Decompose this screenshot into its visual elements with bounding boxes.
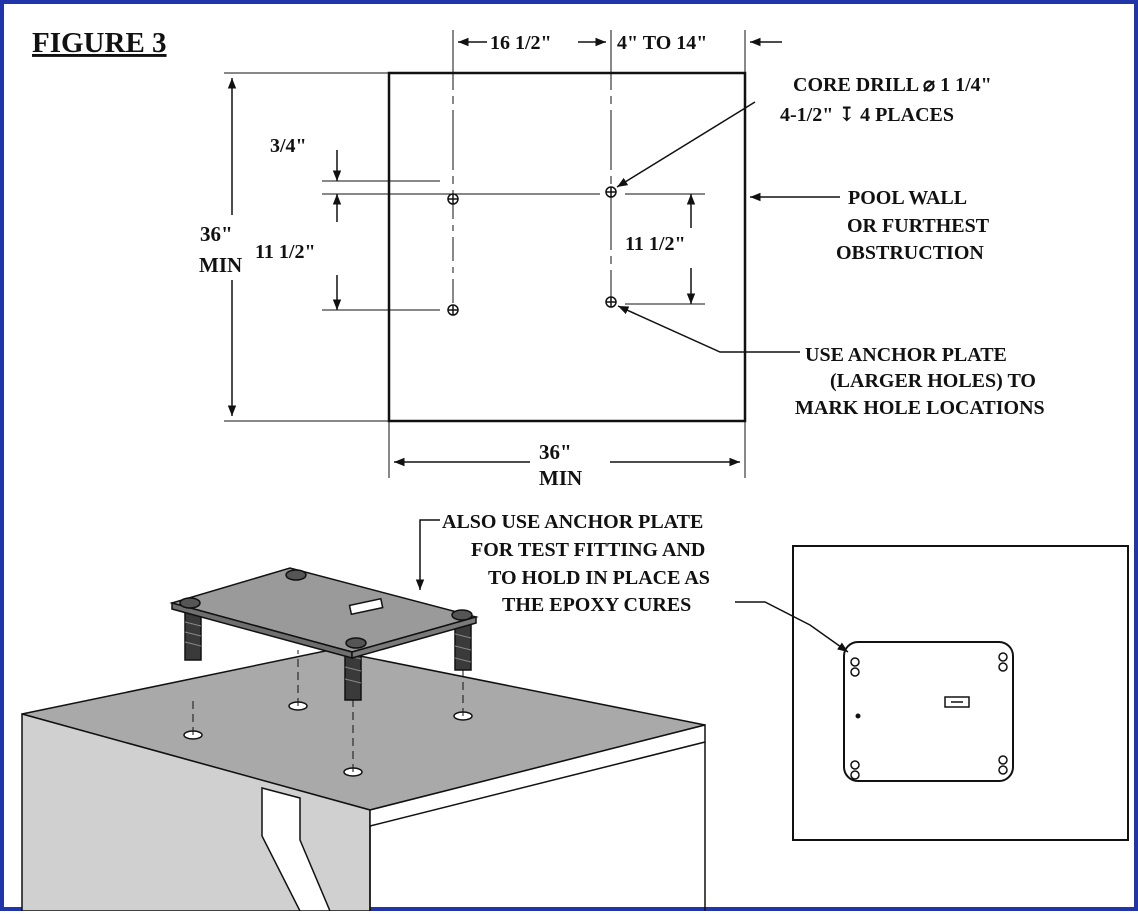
iso-note-line-4: THE EPOXY CURES	[502, 594, 691, 616]
anchor-plate-label-2: (LARGER HOLES) TO	[830, 370, 1036, 392]
top-view-labels: 16 1/2" 4" TO 14" 36" MIN 3/4" 11 1/2" 1…	[199, 32, 1045, 490]
dim-side-height-unit: MIN	[199, 253, 242, 277]
anchor-bolt	[454, 621, 472, 671]
detail-anchor-plate	[843, 641, 1014, 782]
iso-view	[21, 567, 706, 912]
detail-view	[792, 545, 1129, 841]
dim-right-vertical: 11 1/2"	[625, 233, 686, 255]
iso-note-line-1: ALSO USE ANCHOR PLATE	[442, 511, 703, 533]
dim-side-height: 36"	[200, 222, 233, 246]
pool-wall-label-3: OBSTRUCTION	[836, 242, 984, 264]
core-drill-label: CORE DRILL ⌀ 1 1/4"	[793, 74, 992, 96]
pool-wall-label-2: OR FURTHEST	[847, 215, 990, 237]
anchor-plate-label-3: MARK HOLE LOCATIONS	[795, 397, 1045, 419]
detail-frame	[792, 545, 1129, 841]
pool-wall-label: POOL WALL	[848, 187, 967, 209]
drill-hole-marker	[605, 186, 617, 198]
dim-left-vertical: 11 1/2"	[255, 241, 316, 263]
top-view	[224, 30, 840, 478]
iso-note: ALSO USE ANCHOR PLATE FOR TEST FITTING A…	[442, 511, 710, 616]
iso-note-line-2: FOR TEST FITTING AND	[471, 539, 705, 561]
drill-hole-marker	[605, 296, 617, 308]
iso-note-line-3: TO HOLD IN PLACE AS	[488, 567, 710, 589]
drill-hole-marker	[447, 304, 459, 316]
dim-bottom-width-unit: MIN	[539, 466, 582, 490]
slab-outline	[387, 71, 747, 423]
drill-hole-marker	[447, 193, 459, 205]
dim-offset-range: 4" TO 14"	[617, 32, 707, 54]
figure-title: FIGURE 3	[32, 27, 167, 59]
dim-hole-spacing: 16 1/2"	[490, 32, 552, 54]
dim-small-offset: 3/4"	[270, 135, 307, 157]
dim-bottom-width: 36"	[539, 440, 572, 464]
anchor-plate-label: USE ANCHOR PLATE	[805, 344, 1007, 366]
core-drill-depth-label: 4-1/2" ↧ 4 PLACES	[780, 104, 954, 126]
